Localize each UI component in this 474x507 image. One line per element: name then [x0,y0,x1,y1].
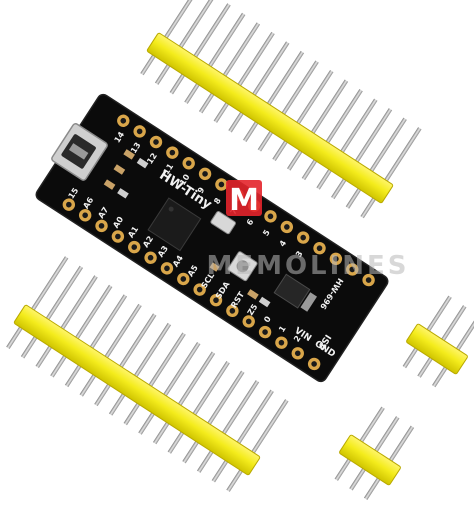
pad-hole [153,139,159,145]
pad-hole [267,213,274,220]
pin-header-long-bottom [6,256,289,492]
header-plastic [406,323,468,375]
pin-header-short-bottom [334,406,415,500]
pad-hole [115,233,121,240]
pad-hole [218,181,225,188]
pin-header-long-top [140,0,422,219]
pin-label: 2 [292,334,303,344]
micro-usb-connector[interactable] [51,123,109,182]
smd-component-1 [123,149,135,160]
pad-hole [136,128,143,135]
pad-hole [213,297,219,304]
pad-hole [365,277,372,283]
smd-component-5 [117,188,129,199]
watermark-logo: M [226,180,262,218]
pin-label: 8 [212,196,223,206]
pad-hole [82,212,88,219]
pad-hole [196,286,203,293]
pad-hole [98,223,105,229]
pad-hole [300,234,306,241]
pin-label: 9 [196,185,207,195]
reset-button[interactable] [227,251,258,282]
pin-header-short-right [402,295,474,388]
header-plastic [13,304,261,476]
pin-label: 5 [261,228,272,238]
pcb-board: HW-Tiny HW-696 VIN GND ISP 1413121110987… [35,93,389,383]
pad-hole [349,266,356,273]
pad-hole [66,201,72,208]
smd-component-2 [113,164,126,175]
smd-component-6 [247,289,259,300]
regulator-tab [300,292,317,312]
pad-hole [164,265,170,272]
pad-hole [185,160,192,167]
pad-hole [202,171,208,177]
pad-hole [294,350,301,357]
pin-label: 1 [277,324,288,334]
voltage-regulator [273,273,311,309]
header-plastic [146,32,394,204]
pin-label: 3 [294,249,305,259]
pad-row-bottom [62,198,321,371]
microcontroller-chip [147,197,202,252]
pad-hole [333,256,339,262]
pin-label: 6 [245,217,256,227]
smd-component-8 [209,262,220,272]
pad-hole [311,361,317,367]
pad-hole [278,339,285,346]
pad-hole [262,329,268,335]
pin-label: 4 [278,238,289,248]
watermark-logo-letter: M [229,183,259,218]
pad-hole [245,318,252,325]
pad-hole [316,245,323,252]
pad-hole [131,244,138,250]
smd-component-3 [103,179,116,190]
smd-component-4 [136,157,149,169]
crystal [210,211,236,235]
pad-hole [284,224,290,230]
pin-label: 0 [262,314,273,324]
pad-hole [180,276,187,282]
pad-hole [147,254,154,261]
watermark: M MEMOLINES [206,180,409,281]
header-plastic [339,434,401,486]
pad-hole [120,117,127,124]
smd-component-7 [258,296,271,308]
pad-hole [229,308,236,314]
pad-hole [169,149,176,156]
watermark-text: MEMOLINES [206,251,409,281]
